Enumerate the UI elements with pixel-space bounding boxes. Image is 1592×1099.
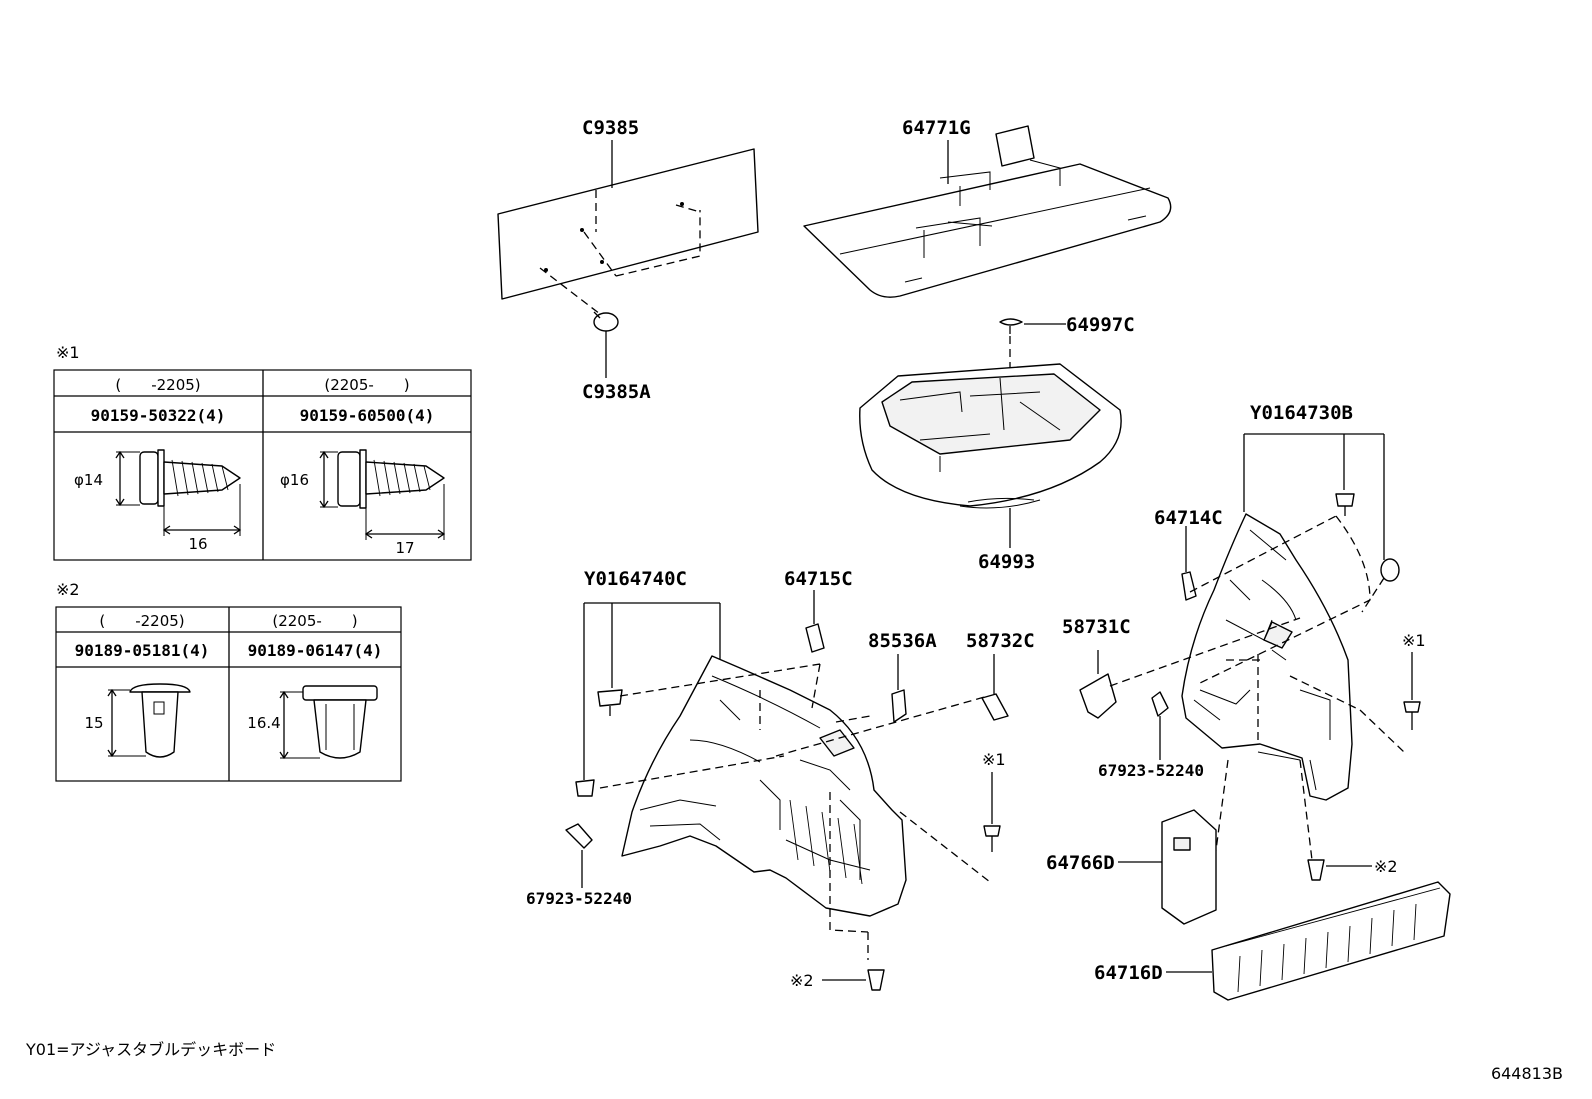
screw-icon-table1-col2 (319, 449, 446, 540)
table1-col1-length: 16 (188, 535, 207, 553)
table1-col2-part-number: 90159-60500(4) (300, 406, 435, 425)
y0164740c-clip-icon-lower (575, 779, 595, 797)
clip-icon-table2-col2 (279, 685, 378, 760)
table1-col2-header: (2205- ) (324, 376, 409, 394)
64766d-service-lid (1161, 809, 1217, 925)
table2-col2-header: (2205- ) (272, 612, 357, 630)
table2-col2-part-number: 90189-06147(4) (248, 641, 383, 660)
label-58731c: 58731C (1062, 616, 1131, 638)
right-screw-icon (1403, 701, 1421, 730)
label-67923-right: 67923-52240 (1098, 761, 1204, 780)
64714c-clip-icon (1181, 571, 1197, 601)
label-64716d: 64716D (1094, 962, 1163, 984)
label-64766d: 64766D (1046, 852, 1115, 874)
c9385-mat (497, 148, 759, 315)
67923-clip-icon-right (1151, 691, 1169, 717)
footnote-text: Y01=アジャスタブルデッキボード (25, 1040, 276, 1059)
clip-icon-table2-col1 (107, 683, 191, 758)
table1-col1-diameter: φ14 (74, 471, 103, 489)
label-c9385a: C9385A (582, 381, 651, 403)
table1-col1-part-number: 90159-50322(4) (91, 406, 226, 425)
67923-clip-icon-left (565, 823, 593, 849)
label-y0164730b: Y0164730B (1250, 402, 1353, 424)
64993-storage-tray (859, 363, 1122, 509)
64771g-deck-board (803, 125, 1172, 298)
label-85536a: 85536A (868, 630, 937, 652)
y0164730b-clip-icon-lower (1380, 558, 1400, 582)
table2-col2-length: 16.4 (247, 714, 280, 732)
85536a-bracket-icon (891, 689, 907, 723)
c9385a-clip-icon (593, 311, 619, 332)
64716d-rear-sill-plate (1211, 881, 1451, 1001)
table1-col2-length: 17 (395, 539, 414, 557)
screw-icon-table1-col1 (115, 449, 242, 536)
leader-y0164740c (583, 602, 721, 780)
table2-col1-header: ( -2205) (99, 612, 184, 630)
diagram-code: 644813B (1491, 1064, 1563, 1083)
mark2-center: ※2 (790, 971, 814, 990)
table2-col1-part-number: 90189-05181(4) (75, 641, 210, 660)
58732c-hook-icon (981, 693, 1009, 721)
table1-col1-header: ( -2205) (115, 376, 200, 394)
label-64771g: 64771G (902, 117, 971, 139)
label-64993: 64993 (978, 551, 1035, 573)
table1-title: ※1 (56, 343, 80, 362)
64997c-clip-icon (999, 318, 1023, 334)
y0164740c-clip-icon-upper (597, 689, 623, 716)
y0164730b-clip-icon-upper (1335, 493, 1355, 516)
64715c-clip-icon (805, 623, 825, 653)
fastener-table-2: ※2 ( -2205) (2205- ) 90189-05181(4) 9018… (55, 580, 402, 782)
center-screw-icon (983, 825, 1001, 852)
label-58732c: 58732C (966, 630, 1035, 652)
label-64715c: 64715C (784, 568, 853, 590)
right-clip-icon-bottom (1307, 859, 1325, 881)
fastener-table-1: ※1 ( -2205) (2205- ) 90159-50322(4) 9015… (53, 343, 472, 561)
leader-y0164730b (1243, 433, 1385, 560)
label-c9385: C9385 (582, 117, 639, 139)
label-64714c: 64714C (1154, 507, 1223, 529)
mark1-center: ※1 (982, 750, 1006, 769)
left-side-trim-panel (621, 655, 907, 917)
dashed-right-screw (1289, 675, 1405, 753)
58731c-cover-icon (1079, 673, 1117, 719)
dashed-58731c (1109, 617, 1301, 687)
dashed-left-group (599, 663, 991, 960)
table1-col2-diameter: φ16 (280, 471, 309, 489)
right-side-trim-panel (1181, 513, 1353, 801)
label-67923-left: 67923-52240 (526, 889, 632, 908)
label-64997c: 64997C (1066, 314, 1135, 336)
table2-title: ※2 (56, 580, 80, 599)
label-y0164740c: Y0164740C (584, 568, 687, 590)
mark2-right: ※2 (1374, 857, 1398, 876)
table2-col1-length: 15 (84, 714, 103, 732)
center-clip-icon-bottom (867, 969, 885, 991)
mark1-right: ※1 (1402, 631, 1426, 650)
